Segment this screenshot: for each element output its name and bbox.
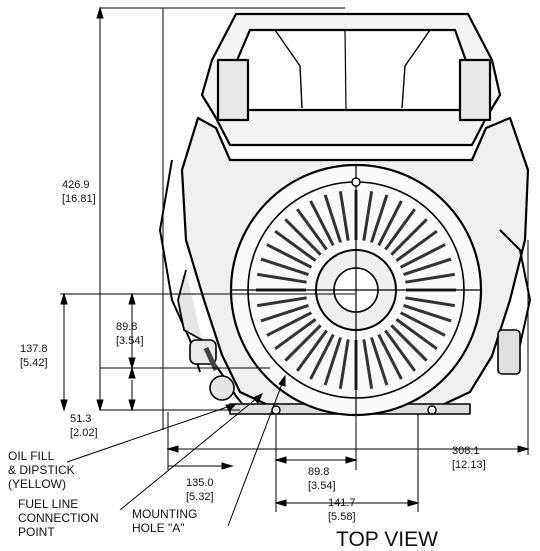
dim-308-in: [12.13] <box>452 459 486 471</box>
dimension-labels: 426.9 [16.81] 137.8 [5.42] 89.8 [3.54] 5… <box>20 179 486 523</box>
screen-slot <box>405 296 456 308</box>
screen-slot <box>399 243 446 269</box>
screen-slot <box>309 200 335 247</box>
dim-51-mm: 51.3 <box>70 413 91 425</box>
dim-308-mm: 308.1 <box>452 445 480 457</box>
screen-slot <box>338 339 350 390</box>
screen-slot <box>260 257 309 276</box>
screen-slot <box>384 329 416 372</box>
callout-oil-fill-line3: (YELLOW) <box>8 477 66 491</box>
screen-slot <box>260 304 309 323</box>
callout-fuel-line-line1: FUEL LINE <box>18 497 78 511</box>
screen-slot <box>390 324 428 362</box>
screen-slot <box>296 329 328 372</box>
dimension-lines <box>60 6 530 512</box>
screen-slot <box>377 333 403 380</box>
dim-426-mm: 426.9 <box>62 179 90 191</box>
dim-137-in: [5.42] <box>20 357 48 369</box>
dim-51-in: [2.02] <box>70 427 98 439</box>
callout-mounting-hole-line2: HOLE "A" <box>132 521 185 535</box>
screen-slot <box>370 194 389 243</box>
screen-slot <box>274 230 317 262</box>
dim-137-mm: 137.8 <box>20 343 48 355</box>
callout-labels: OIL FILL & DIPSTICK (YELLOW) FUEL LINE C… <box>8 449 197 539</box>
screen-slot <box>296 208 328 251</box>
screen-slot <box>256 296 307 308</box>
dim-89-bottom-mm: 89.8 <box>308 466 329 478</box>
screen-slot <box>338 190 350 241</box>
dim-89-left-mm: 89.8 <box>116 321 137 333</box>
screen-slot <box>370 337 389 386</box>
callout-fuel-line-line3: POINT <box>18 525 55 539</box>
screen-slot <box>362 339 374 390</box>
dim-141-in: [5.58] <box>328 511 356 523</box>
callout-oil-fill-line1: OIL FILL <box>8 449 55 463</box>
screen-slot <box>395 318 438 350</box>
dim-89-left-in: [3.54] <box>116 335 144 347</box>
screen-slot <box>323 194 342 243</box>
screen-slot <box>403 257 452 276</box>
screen-slot <box>403 304 452 323</box>
dim-135-in: [5.32] <box>186 491 214 503</box>
callout-fuel-line-line2: CONNECTION <box>18 511 99 525</box>
screen-slot <box>377 200 403 247</box>
screen-slot <box>395 230 438 262</box>
screen-slot <box>309 333 335 380</box>
callout-oil-fill-line2: & DIPSTICK <box>8 463 75 477</box>
screen-slot <box>323 337 342 386</box>
screen-slot <box>266 243 313 269</box>
callout-mounting-hole-line1: MOUNTING <box>132 507 197 521</box>
dim-135-mm: 135.0 <box>186 477 214 489</box>
leader-lines <box>66 374 286 527</box>
screen-slot <box>362 190 374 241</box>
screen-slot <box>284 218 322 256</box>
screen-slot <box>399 311 446 337</box>
dim-141-mm: 141.7 <box>328 497 356 509</box>
screen-slot <box>256 272 307 284</box>
screen-slot <box>274 318 317 350</box>
screen-slot <box>266 311 313 337</box>
screen-slot <box>384 208 416 251</box>
screen-slot <box>390 218 428 256</box>
flywheel-screen <box>229 163 483 417</box>
screen-slot <box>284 324 322 362</box>
dim-426-in: [16.81] <box>62 193 96 205</box>
view-title: TOP VIEW <box>336 528 438 551</box>
screen-slot <box>405 272 456 284</box>
dim-89-bottom-in: [3.54] <box>308 480 336 492</box>
